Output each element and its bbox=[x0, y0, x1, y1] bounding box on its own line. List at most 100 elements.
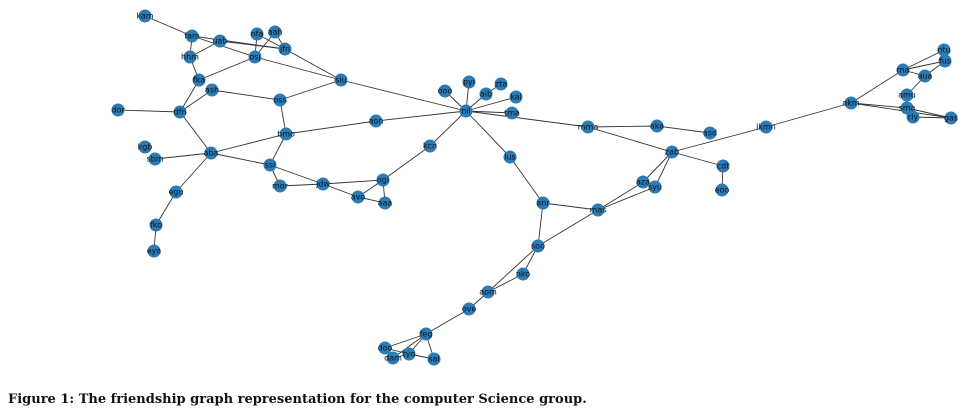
node-label: kcn bbox=[423, 142, 437, 151]
node-circle bbox=[844, 96, 858, 110]
edge-ove-feg bbox=[425, 308, 470, 335]
node-label: aib bbox=[480, 90, 492, 99]
edge-aza-zab bbox=[642, 151, 673, 183]
node-rly: rly bbox=[906, 110, 920, 124]
node-label: mma bbox=[578, 123, 599, 132]
node-kam: kam bbox=[136, 9, 154, 23]
node-circle bbox=[138, 9, 152, 23]
edge-aba-ssi bbox=[210, 152, 271, 166]
node-label: pyi bbox=[463, 78, 475, 87]
node-label: tyo bbox=[403, 350, 416, 359]
node-label: eoo bbox=[715, 186, 730, 195]
node-syu: syu bbox=[648, 180, 662, 194]
node-label: ntu bbox=[937, 46, 950, 55]
edge-akm-rna bbox=[850, 69, 904, 104]
node-label: jdw bbox=[315, 180, 330, 189]
node-label: kam bbox=[136, 12, 153, 21]
node-doo: doo bbox=[378, 341, 393, 355]
node-jdw: jdw bbox=[315, 177, 330, 191]
node-ssi: ssi bbox=[263, 158, 277, 172]
node-sal: sal bbox=[427, 352, 441, 366]
edge-rna-fus bbox=[902, 60, 946, 71]
edge-akm-sma bbox=[850, 102, 908, 109]
node-aua: aua bbox=[918, 69, 933, 83]
edge-nil-tma bbox=[465, 110, 513, 114]
node-circle bbox=[378, 341, 392, 355]
node-aba: aba bbox=[204, 146, 219, 160]
node-aah: aah bbox=[268, 25, 282, 39]
edge-fam-osj bbox=[191, 35, 256, 58]
node-circle bbox=[503, 150, 517, 164]
node-circle bbox=[173, 105, 187, 119]
node-label: sma bbox=[899, 104, 916, 113]
node-label: bmo bbox=[277, 130, 295, 139]
node-circle bbox=[205, 83, 219, 97]
node-circle bbox=[918, 69, 932, 83]
node-circle bbox=[378, 196, 392, 210]
node-circle bbox=[419, 327, 433, 341]
node-circle bbox=[376, 173, 390, 187]
node-circle bbox=[185, 29, 199, 43]
node-circle bbox=[494, 77, 508, 91]
node-label: fam bbox=[184, 32, 200, 41]
node-label: fus bbox=[939, 57, 951, 66]
edge-nil-mma bbox=[465, 110, 589, 128]
node-circle bbox=[183, 50, 197, 64]
node-label: aua bbox=[918, 72, 933, 81]
node-label: ssi bbox=[265, 161, 276, 170]
node-avo: avo bbox=[351, 190, 365, 204]
node-circle bbox=[386, 351, 400, 365]
node-circle bbox=[459, 104, 473, 118]
edge-osj-fka bbox=[198, 56, 256, 81]
node-circle bbox=[481, 285, 495, 299]
node-label: amu bbox=[898, 91, 916, 100]
node-circle bbox=[213, 34, 227, 48]
node-zab: zab bbox=[665, 145, 679, 159]
node-label: cdt bbox=[717, 162, 730, 171]
node-label: kal bbox=[510, 93, 522, 102]
node-ogi: ogi bbox=[376, 173, 390, 187]
node-ash: ash bbox=[205, 83, 219, 97]
node-label: gas bbox=[944, 114, 958, 123]
node-circle bbox=[148, 152, 162, 166]
node-label: zta bbox=[495, 80, 507, 89]
node-circle bbox=[759, 120, 773, 134]
node-circle bbox=[248, 50, 262, 64]
edge-jdw-ogi bbox=[322, 179, 384, 185]
node-label: nko bbox=[516, 270, 530, 279]
node-circle bbox=[516, 267, 530, 281]
node-circle bbox=[423, 139, 437, 153]
node-bmo: bmo bbox=[277, 127, 295, 141]
node-label: hhm bbox=[181, 53, 199, 62]
edge-nil-ius bbox=[465, 110, 511, 158]
node-circle bbox=[402, 347, 416, 361]
node-kgb: kgb bbox=[138, 140, 152, 154]
node-label: aza bbox=[636, 178, 650, 187]
edge-zab-lkmn bbox=[671, 126, 767, 153]
edge-oss-siu bbox=[279, 79, 342, 101]
node-dfn: dfn bbox=[173, 105, 187, 119]
node-circle bbox=[204, 146, 218, 160]
node-label: rly bbox=[908, 113, 919, 122]
node-circle bbox=[937, 43, 951, 57]
edge-aba-bmo bbox=[210, 133, 287, 154]
node-label: dam bbox=[384, 354, 402, 363]
node-fam: fam bbox=[184, 29, 200, 43]
node-tma: tma bbox=[504, 106, 520, 120]
node-circle bbox=[536, 196, 550, 210]
node-label: aom bbox=[479, 288, 497, 297]
node-kal: kal bbox=[509, 90, 523, 104]
node-circle bbox=[906, 110, 920, 124]
node-label: ius bbox=[504, 153, 515, 162]
node-label: siu bbox=[335, 76, 346, 85]
node-circle bbox=[169, 185, 183, 199]
node-circle bbox=[192, 73, 206, 87]
edge-soo-aom bbox=[487, 245, 539, 293]
node-circle bbox=[369, 114, 383, 128]
edge-kam-fam bbox=[144, 15, 193, 37]
edge-nil-kal bbox=[465, 96, 517, 112]
edge-osj-siu bbox=[254, 56, 342, 81]
node-kcn: kcn bbox=[423, 139, 437, 153]
edge-mas-syu bbox=[597, 186, 656, 211]
